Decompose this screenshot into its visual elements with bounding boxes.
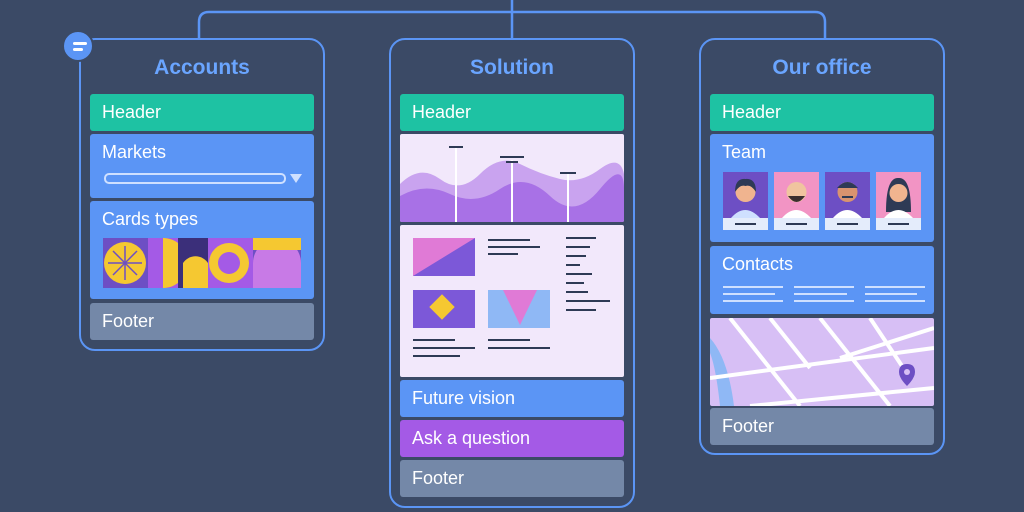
cards-types-label: Cards types	[102, 209, 199, 229]
solution-column[interactable]: Solution Header	[389, 38, 635, 508]
office-title: Our office	[772, 56, 872, 79]
future-vision-block[interactable]: Future vision	[400, 380, 624, 417]
team-block[interactable]: Team	[710, 134, 934, 242]
accounts-markets-block[interactable]: Markets	[90, 134, 314, 198]
map-illustration	[710, 318, 934, 406]
cards-pattern-illustration	[103, 238, 301, 288]
accounts-cards-types-block[interactable]: Cards types	[90, 201, 314, 299]
contacts-label: Contacts	[722, 254, 794, 274]
solution-title: Solution	[470, 56, 554, 79]
solution-footer-block[interactable]: Footer	[400, 460, 624, 497]
office-header-block[interactable]: Header	[710, 94, 934, 131]
accounts-header-block[interactable]: Header	[90, 94, 314, 131]
team-label: Team	[722, 142, 767, 162]
ask-question-block[interactable]: Ask a question	[400, 420, 624, 457]
accounts-footer-block[interactable]: Footer	[90, 303, 314, 340]
office-footer-block[interactable]: Footer	[710, 408, 934, 445]
markets-label: Markets	[102, 142, 167, 162]
chart-illustration	[400, 134, 624, 222]
layout-illustration	[400, 225, 624, 377]
solution-header-block[interactable]: Header	[400, 94, 624, 131]
menu-lines-icon[interactable]	[62, 30, 94, 62]
markets-dropdown[interactable]	[104, 173, 286, 184]
office-column[interactable]: Our office Header Team	[699, 38, 945, 455]
contacts-block[interactable]: Contacts	[710, 246, 934, 314]
team-avatars-illustration	[723, 172, 921, 230]
contacts-lines-illustration	[723, 286, 925, 302]
chevron-down-icon	[290, 174, 302, 183]
accounts-column[interactable]: Accounts Header Markets Cards types Foot…	[79, 38, 325, 351]
accounts-title: Accounts	[154, 56, 250, 79]
